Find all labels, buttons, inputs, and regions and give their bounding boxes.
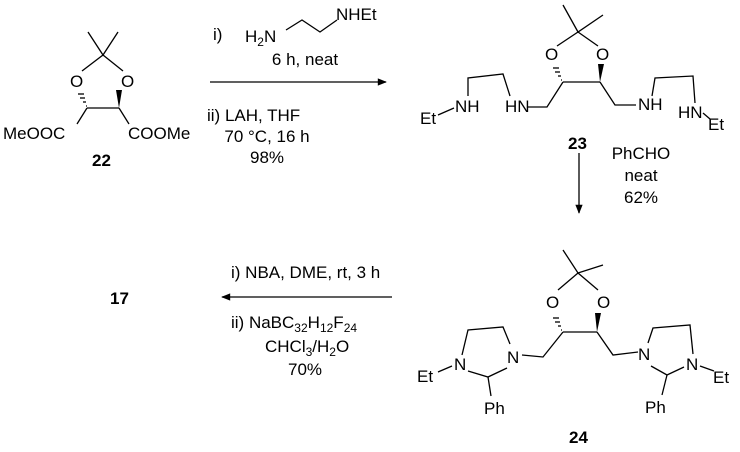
- step-i-label: i): [213, 25, 222, 44]
- step3-conditions: i) NBA, DME, rt, 3 h ii) NaBC32H12F24 CH…: [110, 263, 392, 379]
- step3-i-line: i) NBA, DME, rt, 3 h: [231, 263, 380, 282]
- step3-solvent: CHCl3/H2O: [265, 337, 349, 359]
- wedge-bond: [116, 90, 122, 108]
- amine-nhet: NHEt: [336, 5, 377, 24]
- step3-ii-line: ii) NaBC32H12F24: [231, 313, 357, 335]
- compound-label-24: 24: [569, 428, 588, 447]
- amine-nh: NH: [455, 97, 480, 116]
- amine-hn: HN: [505, 97, 530, 116]
- compound-23: O O HN NH Et NH HN Et 23: [420, 4, 724, 153]
- ethyl-group: Et: [713, 368, 729, 387]
- nitrogen-atom: N: [638, 345, 650, 364]
- ethylene-chain: [285, 19, 338, 33]
- oxygen-atom: O: [545, 45, 558, 64]
- step-i-conditions: 6 h, neat: [272, 50, 338, 69]
- step3-yield: 70%: [288, 360, 322, 379]
- methyl-ester-left: MeOOC: [3, 124, 65, 143]
- step2-reagent: PhCHO: [612, 144, 671, 163]
- compound-label-17: 17: [110, 289, 129, 308]
- amine-h2n: H2N: [245, 27, 276, 49]
- compound-label-23: 23: [568, 134, 587, 153]
- step2-conditions: PhCHO neat 62%: [575, 144, 671, 214]
- phenyl-group: Ph: [645, 398, 666, 417]
- compound-label-22: 22: [92, 151, 111, 170]
- ethyl-group: Et: [417, 367, 433, 386]
- oxygen-atom: O: [121, 72, 134, 91]
- step2-yield: 62%: [624, 188, 658, 207]
- step1-yield: 98%: [250, 148, 284, 167]
- methyl-ester-right: COOMe: [128, 124, 190, 143]
- amine-hn: HN: [678, 103, 703, 122]
- gem-dimethyl-bonds: [87, 31, 119, 57]
- oxygen-atom: O: [546, 293, 559, 312]
- step1-conditions: i) H2N NHEt 6 h, neat ii) LAH, THF 70 °C…: [207, 5, 387, 167]
- ethyl-group: Et: [708, 115, 724, 134]
- step-ii-line2: 70 °C, 16 h: [224, 127, 309, 146]
- hashed-wedge-bond: [78, 93, 87, 107]
- wedge-bond: [598, 64, 604, 82]
- step-ii-line1: ii) LAH, THF: [207, 106, 300, 125]
- ethyl-group: Et: [420, 109, 436, 128]
- compound-24: O O N N Ph Et N N Ph Et 24: [417, 249, 729, 447]
- wedge-bond: [595, 313, 601, 332]
- nitrogen-atom: N: [507, 348, 519, 367]
- phenyl-group: Ph: [484, 399, 505, 418]
- hashed-wedge-bond: [553, 67, 562, 81]
- oxygen-atom: O: [597, 293, 610, 312]
- oxygen-atom: O: [70, 72, 83, 91]
- oxygen-atom: O: [596, 45, 609, 64]
- compound-22: O O MeOOC COOMe 22: [3, 31, 190, 170]
- nitrogen-atom: N: [454, 355, 466, 374]
- hashed-wedge-bond: [553, 317, 562, 331]
- step2-conditions-text: neat: [624, 166, 657, 185]
- nitrogen-atom: N: [686, 355, 698, 374]
- amine-nh: NH: [638, 95, 663, 114]
